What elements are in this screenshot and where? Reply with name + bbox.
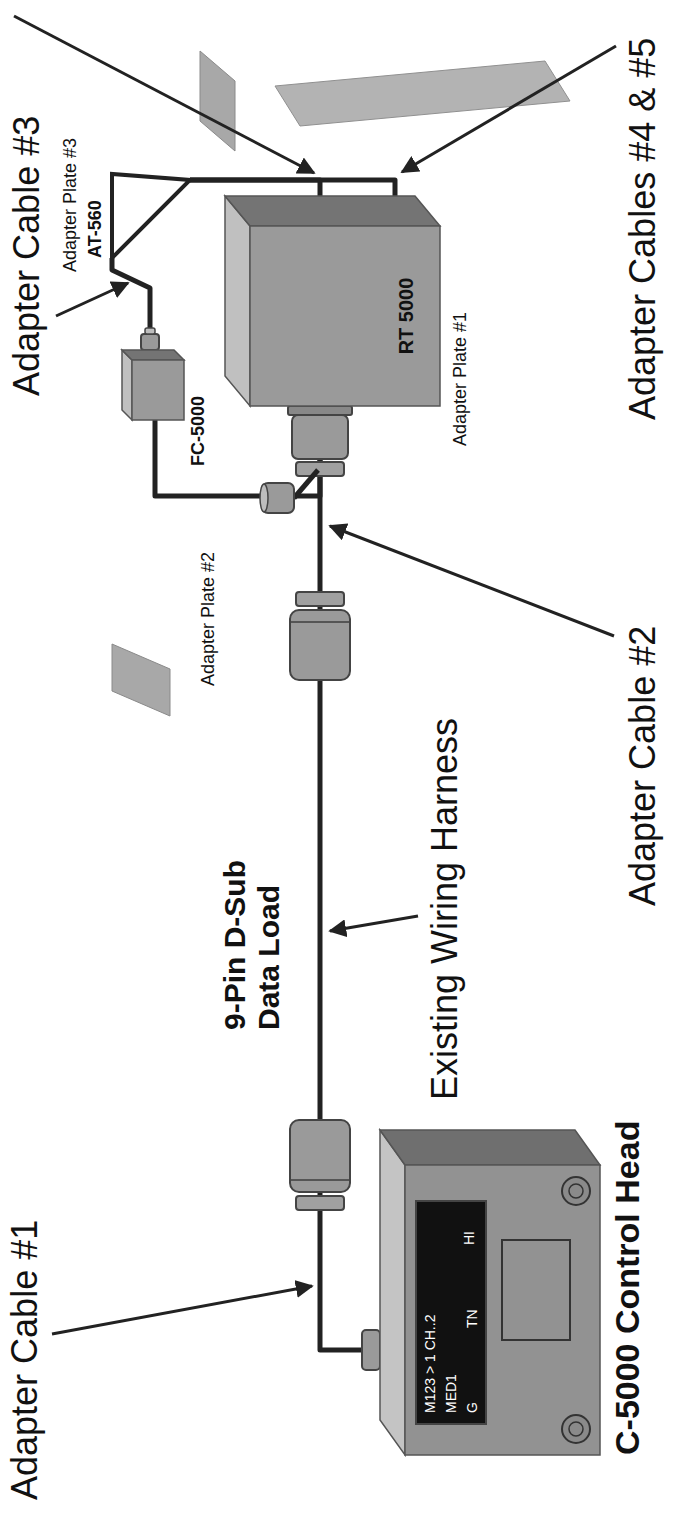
cable-connector-line [190, 180, 395, 196]
leader-arrow [52, 1286, 312, 1334]
radio-unit: RT 5000 [225, 196, 440, 406]
fc-plug [141, 334, 159, 350]
box-side-face [380, 1130, 600, 1165]
adapter-plate [275, 61, 570, 126]
cable-callout: Adapter Cable #1 [4, 1220, 46, 1500]
control-knob [569, 1422, 583, 1436]
data-load-label: 9-Pin D-Sub Data Load [218, 810, 286, 1030]
control-head: C-5000 Control HeadM123 > 1 CH..2MED1GTN… [380, 1130, 600, 1455]
box-side-face [225, 196, 440, 226]
display-text: MED1 [443, 1374, 459, 1413]
display-text: M123 > 1 CH..2 [422, 1315, 438, 1413]
unit-label: FC-5000 [188, 396, 209, 466]
leader-arrow [56, 283, 128, 316]
antenna-symbol [112, 174, 190, 258]
unit-heading: C-5000 Control Head [608, 1121, 647, 1455]
filter-coupler: FC-5000 [122, 350, 184, 420]
display-text: HI [461, 1231, 477, 1245]
box-side-face [122, 350, 184, 360]
control-knob [569, 1184, 583, 1198]
connector-ring [296, 462, 344, 476]
connector-ring [296, 592, 344, 606]
fc-plug [145, 328, 155, 334]
leader-arrow [14, 16, 314, 173]
connector-ring [296, 1196, 344, 1210]
display-text: TN [464, 1309, 480, 1328]
filter-coupler-outline [122, 350, 184, 420]
box-top-face [225, 196, 250, 406]
adapter-plate [112, 644, 170, 716]
box-front-face [405, 1165, 600, 1455]
keypad-outline [502, 1240, 570, 1340]
data-load-plug [260, 484, 268, 512]
box-front-face [250, 226, 440, 406]
harness-callout: Existing Wiring Harness [424, 718, 466, 1100]
box-top-face [122, 350, 132, 420]
leader-arrow [330, 916, 418, 931]
plate-label: Adapter Plate #2 [198, 552, 219, 686]
connector-band [291, 1179, 349, 1181]
box-front-face [132, 360, 184, 420]
control-knob [562, 1415, 590, 1443]
display-text: G [464, 1402, 480, 1413]
lcd-display: M123 > 1 CH..2MED1G TN HI [415, 1200, 487, 1425]
cable-connector [292, 415, 348, 459]
connector-ring [288, 406, 352, 415]
control-knob [562, 1177, 590, 1205]
plate-label: Adapter Plate #1 [450, 312, 471, 446]
antenna-coupler: AT-560 [84, 174, 190, 258]
cable-callout: Adapter Cable #3 [6, 116, 48, 396]
cable-callout: Adapter Cables #4 & #5 [622, 38, 664, 420]
cable-connector [362, 1330, 380, 1370]
connector-band [291, 621, 349, 623]
adapter-plate [200, 51, 235, 151]
cable-callout: Adapter Cable #2 [622, 626, 664, 906]
unit-label: AT-560 [85, 200, 106, 258]
control-head-outline [380, 1130, 600, 1455]
data-load-cable [294, 470, 318, 498]
cable-connector [290, 1120, 350, 1192]
leader-arrow [330, 526, 614, 636]
cable-connector [290, 610, 350, 680]
leader-arrow [402, 46, 616, 172]
plate-label: Adapter Plate #3 [60, 138, 81, 272]
unit-label: RT 5000 [395, 226, 418, 406]
box-top-face [380, 1130, 405, 1455]
